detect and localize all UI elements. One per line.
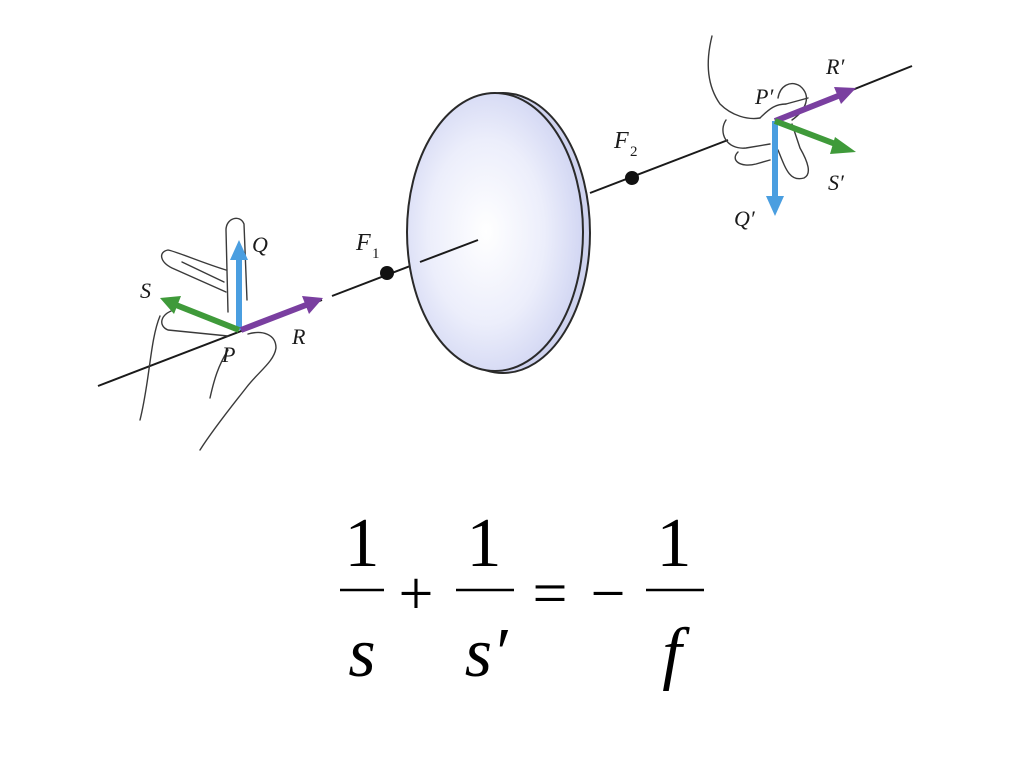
svg-text:F: F: [613, 128, 629, 154]
focal-point-f1: [380, 266, 394, 280]
eq-minus: −: [591, 560, 626, 628]
label-p-image: P′: [754, 84, 774, 109]
vector-s: [160, 296, 241, 333]
svg-text:1: 1: [372, 246, 380, 262]
eq-equals: =: [533, 560, 568, 628]
eq-term2-denominator: s′: [465, 615, 509, 692]
axis-through-lens: [419, 239, 479, 263]
thin-lens-equation: 1 s + 1 s′ = − 1 f: [340, 505, 704, 692]
vector-s-image: [773, 118, 856, 154]
left-hand-sketch: [139, 217, 277, 451]
eq-term3-denominator: f: [662, 615, 690, 692]
vector-r: [239, 296, 323, 333]
eq-plus: +: [399, 560, 434, 628]
eq-term2-numerator: 1: [467, 505, 502, 582]
thin-lens: [406, 92, 591, 374]
label-r: R: [291, 324, 306, 349]
vector-q-image: [766, 121, 784, 216]
focal-point-f2: [625, 171, 639, 185]
label-f2: F 2: [613, 128, 638, 160]
label-s: S: [140, 278, 151, 303]
label-s-image: S′: [828, 170, 845, 195]
label-p: P: [221, 342, 235, 367]
svg-text:2: 2: [630, 144, 638, 160]
label-r-image: R′: [825, 54, 845, 79]
eq-term1-denominator: s: [348, 615, 375, 692]
label-q-image: Q′: [734, 206, 756, 231]
vector-r-image: [773, 87, 856, 124]
label-q: Q: [252, 232, 268, 257]
eq-term1-numerator: 1: [345, 505, 380, 582]
svg-text:F: F: [355, 230, 371, 256]
vector-q: [230, 240, 248, 330]
right-hand-sketch: [707, 35, 810, 180]
eq-term3-numerator: 1: [657, 505, 692, 582]
label-f1: F 1: [355, 230, 380, 262]
